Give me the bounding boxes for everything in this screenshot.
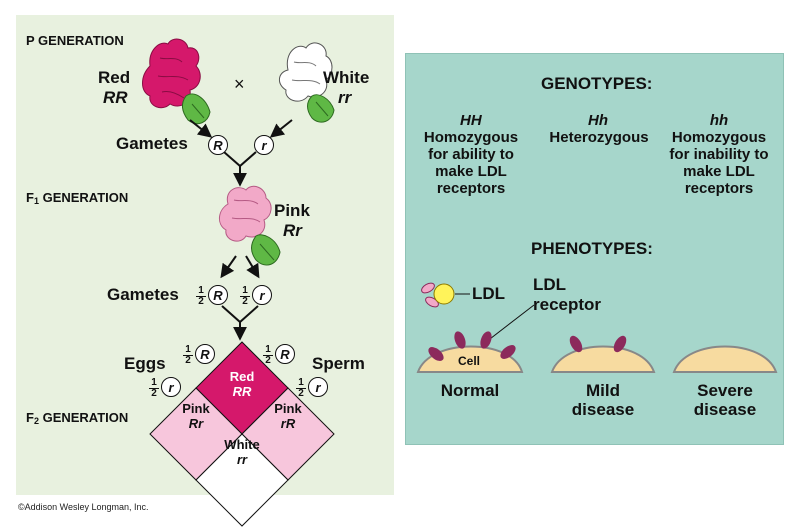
gamete-r-circle-f1: r <box>252 285 272 305</box>
genotype-hh-description: Homozygous for inability to make LDL rec… <box>669 129 769 197</box>
normal-cell-icon <box>416 331 524 373</box>
mild-disease-label: Mild disease <box>571 381 635 419</box>
red-flower-icon <box>142 38 211 125</box>
egg-R-circle: R <box>195 344 215 364</box>
receptor-pointer-line <box>485 304 535 343</box>
genotype-HH-description: Homozygous for ability to make LDL recep… <box>423 129 519 197</box>
punnett-square <box>149 341 335 527</box>
phenotypes-heading: PHENOTYPES: <box>531 239 653 258</box>
pink-flower-icon <box>219 185 281 266</box>
genotype-Hh-description: Heterozygous <box>549 129 649 146</box>
ldl-receptor-label: LDL receptor <box>533 275 602 314</box>
gametes-label-f1: Gametes <box>107 285 179 304</box>
gamete-R-circle: R <box>208 135 228 155</box>
genotype-Hh: Hh <box>588 112 608 129</box>
gametes-label-p: Gametes <box>116 134 188 153</box>
mild-disease-cell-icon <box>550 335 656 373</box>
p-generation-heading: P GENERATION <box>26 33 124 48</box>
f1-generation-heading: F1 GENERATION <box>26 190 129 206</box>
gamete-R-circle-f1: R <box>208 285 228 305</box>
ldl-label: LDL <box>472 284 506 303</box>
ldl-particle-icon <box>421 282 470 308</box>
red-label: Red <box>98 68 131 87</box>
f2-generation-heading: F2 GENERATION <box>26 410 129 426</box>
ldl-genotype-panel <box>405 53 784 445</box>
cell-label: Cell <box>458 354 481 368</box>
severe-disease-cell-icon <box>672 345 778 373</box>
severe-disease-label: Severe disease <box>693 381 757 419</box>
white-flower-icon <box>279 42 335 123</box>
sperm-label: Sperm <box>312 354 365 373</box>
genotypes-heading: GENOTYPES: <box>541 74 653 93</box>
genotype-hh: hh <box>709 112 729 129</box>
sperm-R-circle: R <box>275 344 295 364</box>
sperm-r-circle: r <box>308 377 328 397</box>
pink-label: Pink <box>274 201 310 220</box>
eggs-label: Eggs <box>124 354 166 373</box>
cross-symbol: × <box>234 74 245 94</box>
white-label: White <box>323 68 370 87</box>
white-genotype: rr <box>338 88 352 107</box>
egg-r-circle: r <box>161 377 181 397</box>
genotype-HH: HH <box>460 112 482 129</box>
gamete-r-circle: r <box>254 135 274 155</box>
copyright-notice: ©Addison Wesley Longman, Inc. <box>18 502 149 512</box>
normal-phenotype-label: Normal <box>440 381 500 400</box>
pink-genotype: Rr <box>283 221 302 240</box>
red-genotype: RR <box>103 88 128 107</box>
